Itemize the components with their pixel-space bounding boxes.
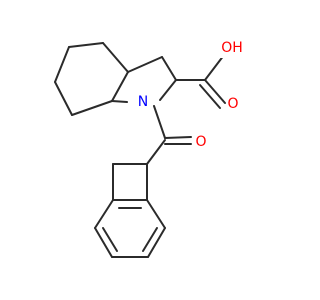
bond-ring5-4: [111, 100, 128, 103]
cyclohexane-ring: [54, 42, 129, 116]
bond-ring6-5: [71, 100, 113, 116]
bond-ring6-1: [102, 42, 129, 73]
bond-bz-right-lower: [147, 227, 166, 258]
oh-label: OH: [221, 40, 243, 56]
bond-ring6-6-fused: [111, 71, 129, 102]
label-bg-oh: [218, 40, 244, 58]
carboxylic-acid-group: [175, 54, 226, 109]
bond-ring6-3: [54, 46, 70, 83]
atom-labels: OH O N O: [133, 40, 244, 151]
pyrrolidine-ring: [111, 56, 177, 103]
bond-ring5-1: [127, 56, 163, 73]
molecule-diagram: OH O N O: [54, 40, 244, 258]
bond-ring6-4: [54, 81, 73, 116]
bond-amide-co-a: [164, 136, 192, 139]
label-bg-n: [133, 92, 153, 112]
bond-bz-right-upper: [146, 199, 166, 229]
bond-n-carbonyl: [153, 105, 166, 139]
bond-carbonyl-cyclobutene: [146, 139, 166, 165]
bond-bz-double-3: [102, 227, 118, 252]
label-bg-o-acid: [226, 95, 242, 113]
acid-carbonyl-oxygen-label: O: [227, 96, 238, 112]
bond-bz-left-lower: [94, 227, 113, 258]
bond-ring5-3: [159, 79, 177, 101]
benzene-ring: [94, 199, 166, 258]
bond-bz-double-2: [142, 227, 158, 252]
amide-carbonyl-oxygen-label: O: [195, 134, 206, 150]
amide-group: [146, 105, 192, 165]
label-bg-o-amide: [193, 133, 209, 151]
cyclobutene-ring: [112, 163, 148, 201]
bond-c-oh: [204, 54, 225, 81]
bond-bz-left-upper: [94, 199, 114, 229]
bond-c-o-double-a: [204, 79, 226, 104]
nitrogen-label: N: [138, 94, 148, 110]
bond-ring5-2: [161, 56, 177, 81]
bond-ring6-2: [68, 42, 104, 48]
bond-c-o-double-b: [199, 84, 221, 109]
